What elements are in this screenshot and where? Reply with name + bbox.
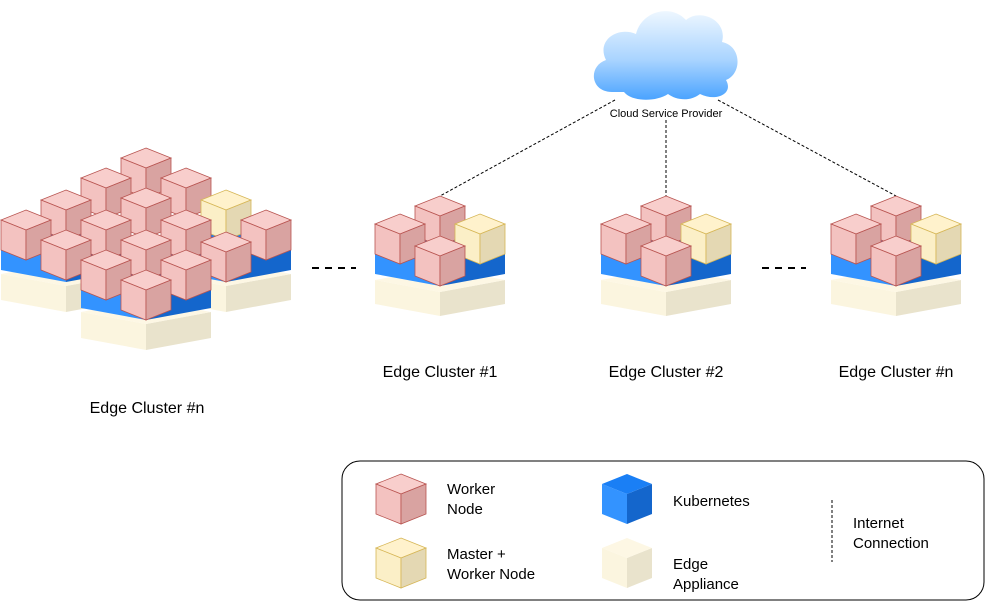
legend-appliance-line-2: Appliance — [673, 576, 739, 593]
worker-node-cube — [869, 235, 923, 287]
legend-internet-label: Internet Connection — [853, 515, 929, 552]
legend-appliance-label: Edge Appliance — [673, 556, 739, 593]
legend-master-icon — [374, 537, 428, 589]
edge-cluster-n — [829, 195, 963, 316]
legend: Worker Node Master + Worker Node Kuberne… — [341, 460, 985, 601]
legend-internet-line-1: Internet — [853, 515, 905, 532]
legend-kubernetes-line-1: Kubernetes — [673, 493, 750, 510]
legend-icons — [374, 473, 652, 589]
legend-master-line-1: Master + — [447, 546, 506, 563]
legend-master-line-2: Worker Node — [447, 566, 535, 583]
legend-kubernetes-label: Kubernetes — [673, 493, 750, 510]
cluster-label: Edge Cluster #n — [839, 364, 954, 381]
master-node-cube — [453, 213, 507, 265]
edge-cluster-1 — [373, 195, 507, 316]
legend-appliance-line-1: Edge — [673, 556, 708, 573]
legend-worker-line-1: Worker — [447, 481, 495, 498]
internet-connection-lines — [439, 99, 897, 197]
connection-line-cluster-n — [717, 99, 897, 197]
legend-appliance-icon — [602, 538, 652, 588]
legend-worker-icon — [374, 473, 428, 525]
worker-node-cube — [0, 209, 53, 261]
cluster-label: Edge Cluster #n — [90, 400, 205, 417]
cluster-label: Edge Cluster #2 — [609, 364, 724, 381]
legend-worker-line-2: Node — [447, 501, 483, 518]
cloud-icon — [593, 11, 738, 100]
edge-cluster-2 — [599, 195, 733, 316]
cluster-label: Edge Cluster #1 — [383, 364, 498, 381]
worker-node-cube — [829, 213, 883, 265]
legend-worker-label: Worker Node — [447, 481, 499, 518]
worker-node-cube — [239, 209, 293, 261]
connection-line-cluster-1 — [439, 99, 616, 197]
legend-kubernetes-icon — [602, 474, 652, 524]
worker-node-cube — [119, 269, 173, 321]
worker-node-cube — [639, 235, 693, 287]
cloud-label: Cloud Service Provider — [610, 108, 723, 120]
edge-cluster-n-large — [0, 147, 293, 350]
legend-master-label: Master + Worker Node — [447, 546, 535, 583]
worker-node-cube — [413, 235, 467, 287]
legend-internet-line-2: Connection — [853, 535, 929, 552]
legend-box — [341, 460, 985, 601]
